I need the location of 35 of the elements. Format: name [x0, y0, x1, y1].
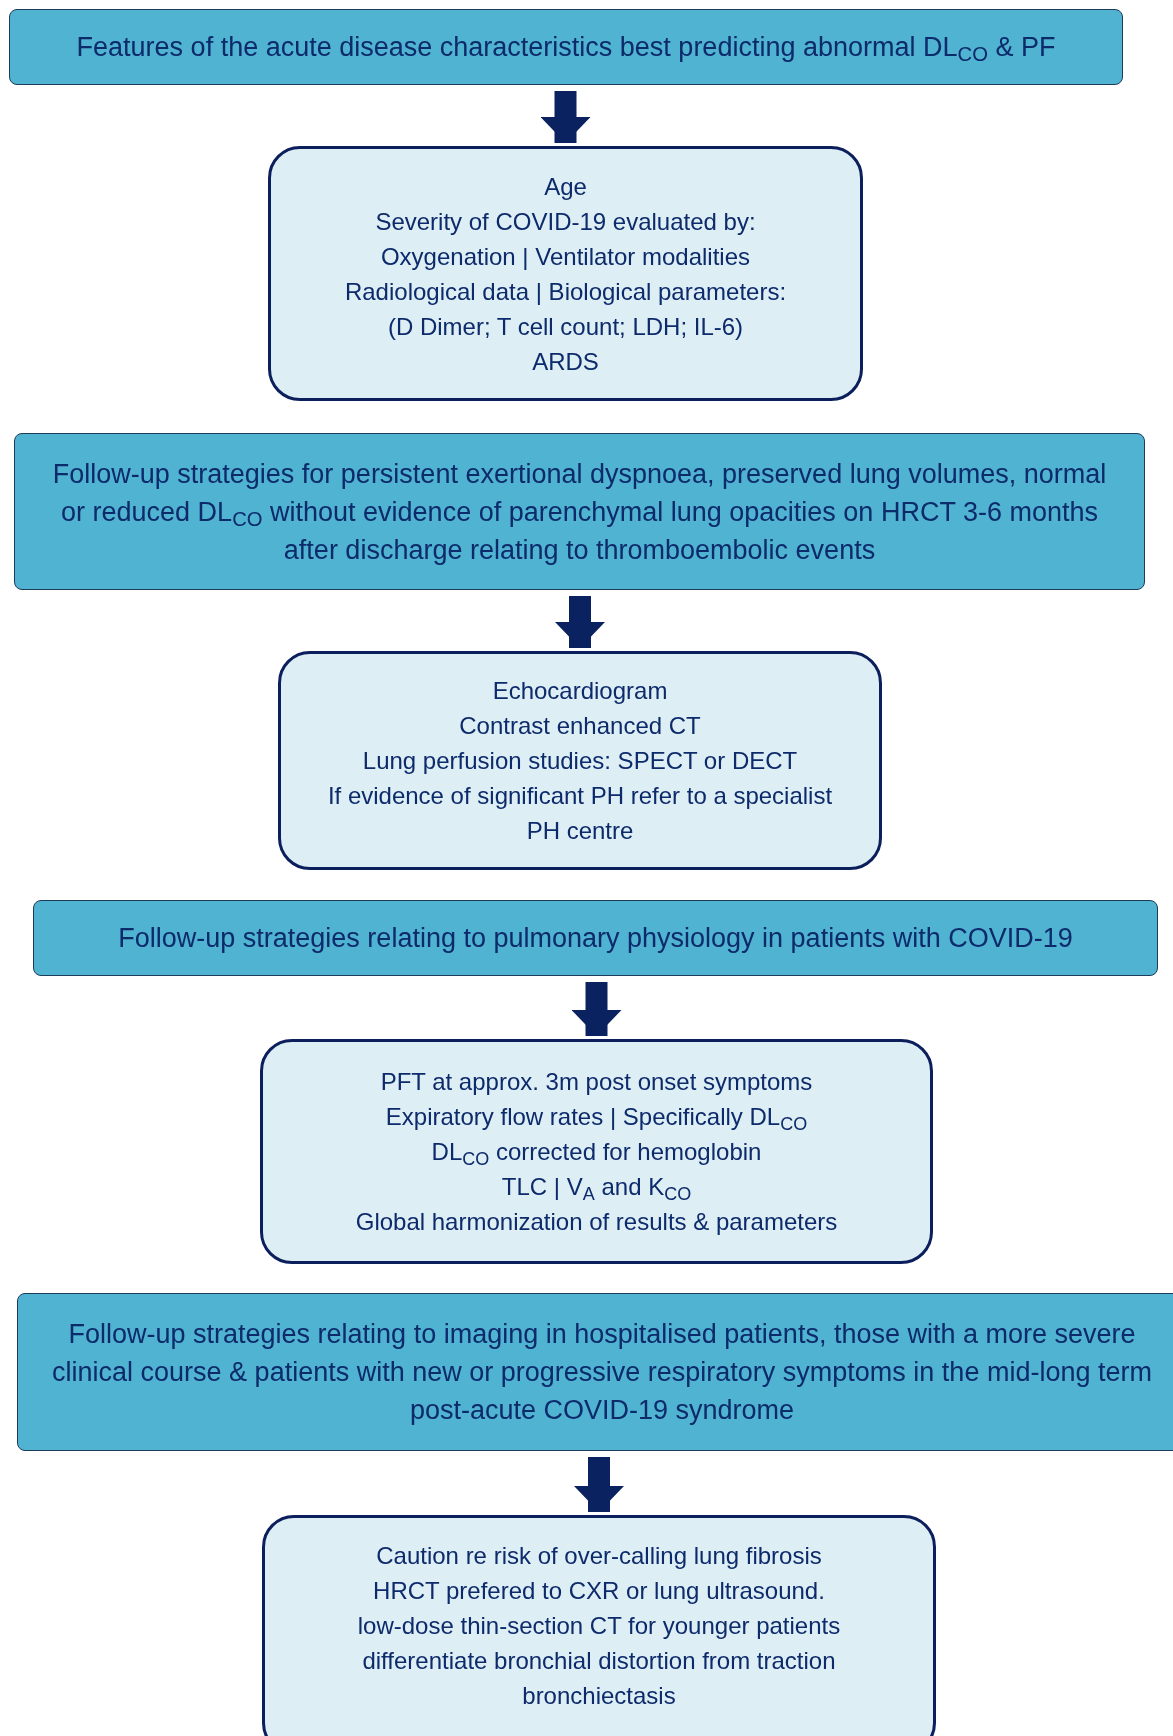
box-text: Lung perfusion studies: SPECT or DECT: [362, 746, 798, 776]
box-text: HRCT prefered to CXR or lung ultrasound.: [373, 1576, 825, 1606]
box-text: Caution re risk of over-calling lung fibrosis: [376, 1541, 822, 1571]
box-text: Contrast enhanced CT: [459, 711, 701, 741]
box-text: Radiological data | Biological parameters:: [344, 276, 787, 307]
section-header-box: [9, 9, 1123, 85]
detail-box: [268, 146, 863, 401]
section-header-box: [17, 1293, 1173, 1451]
box-text: Severity of COVID-19 evaluated by:: [375, 206, 756, 237]
box-text: Follow-up strategies relating to pulmonary physiology in patients with COVID-19: [118, 922, 1073, 955]
box-text: Expiratory flow rates | Specifically DL$_{CO}$: [385, 1102, 808, 1134]
section-header-box: [33, 900, 1158, 976]
box-text: Age: [544, 171, 587, 202]
box-text: Oxygenation | Ventilator modalities: [380, 241, 751, 272]
box-text: Echocardiogram: [492, 676, 668, 706]
box-text: (D Dimer; T cell count; LDH; IL-6): [387, 311, 744, 342]
box-text: Features of the acute disease characteristics best predicting abnormal DL$_{CO}$ & PF: [76, 31, 1056, 66]
box-text: Follow-up strategies relating to imaging in hospitalised patients, those with a more severe clinical course & patients with new or progressive respiratory symptoms in the mid-long term post-acute COVID-19 syndrome: [51, 1318, 1153, 1427]
box-text: TLC | V$_{A}$ and K$_{CO}$: [501, 1172, 692, 1204]
box-text: If evidence of significant PH refer to a specialist PH centre: [326, 781, 834, 846]
section-header-box: [14, 433, 1145, 590]
box-text: Global harmonization of results & parameters: [355, 1207, 838, 1237]
block-arrow: [555, 596, 605, 648]
block-arrow: [571, 982, 622, 1036]
box-text: low-dose thin-section CT for younger patients: [357, 1611, 841, 1641]
detail-box: [278, 651, 882, 870]
detail-box: [262, 1515, 936, 1736]
box-text: PFT at approx. 3m post onset symptoms: [380, 1067, 813, 1097]
box-text: differentiate bronchial distortion from traction bronchiectasis: [361, 1646, 837, 1711]
box-text: DL$_{CO}$ corrected for hemoglobin: [431, 1137, 762, 1169]
block-arrow: [540, 91, 591, 143]
detail-box: [260, 1039, 933, 1264]
block-arrow: [574, 1457, 624, 1512]
box-text: Follow-up strategies for persistent exertional dyspnoea, preserved lung volumes, normal or reduced DL$_{CO}$ without evidence of parenchymal lung opacities on HRCT 3-6 months after discharge relating to thromboembolic events: [51, 457, 1108, 567]
box-text: ARDS: [532, 346, 599, 377]
